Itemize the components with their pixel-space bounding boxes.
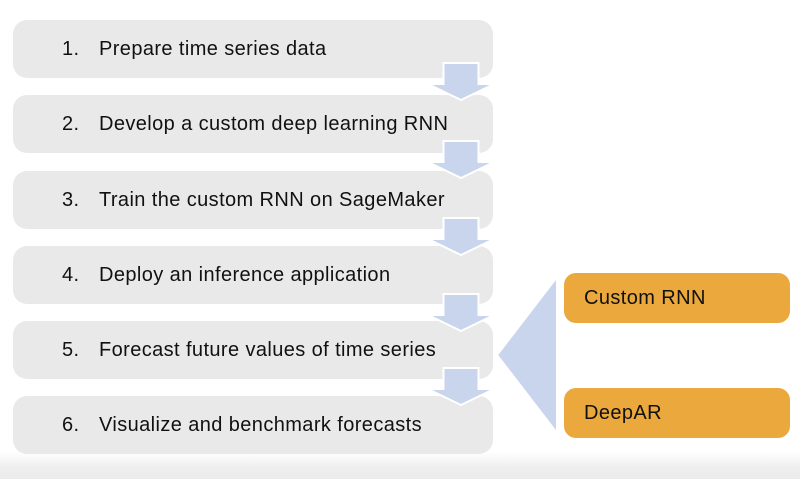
step-box-1: 1. Prepare time series data — [13, 20, 493, 78]
step-label: Forecast future values of time series — [99, 338, 437, 361]
step-box-5: 5. Forecast future values of time series — [13, 321, 493, 379]
output-box-custom-rnn: Custom RNN — [564, 273, 790, 323]
step-number: 6. — [62, 413, 80, 436]
step-label: Deploy an inference application — [99, 263, 391, 286]
step-label: Prepare time series data — [99, 37, 327, 60]
step-label: Develop a custom deep learning RNN — [99, 112, 449, 135]
step-box-4: 4. Deploy an inference application — [13, 246, 493, 304]
step-number: 3. — [62, 188, 80, 211]
step-number: 4. — [62, 263, 80, 286]
step-label: Train the custom RNN on SageMaker — [99, 188, 445, 211]
down-block-arrow-icon — [427, 140, 495, 179]
step-number: 2. — [62, 112, 80, 135]
down-block-arrow-icon — [427, 367, 495, 406]
down-block-arrow-icon — [427, 62, 495, 101]
bottom-gradient-strip — [0, 452, 800, 479]
step-box-3: 3. Train the custom RNN on SageMaker — [13, 171, 493, 229]
step-box-2: 2. Develop a custom deep learning RNN — [13, 95, 493, 153]
step-number: 1. — [62, 37, 80, 60]
step-box-6: 6. Visualize and benchmark forecasts — [13, 396, 493, 454]
step-label: Visualize and benchmark forecasts — [99, 413, 422, 436]
down-block-arrow-icon — [427, 217, 495, 256]
down-block-arrow-icon — [427, 293, 495, 332]
output-box-deepar: DeepAR — [564, 388, 790, 438]
output-label: DeepAR — [584, 401, 662, 424]
left-triangle-connector-icon — [496, 276, 558, 434]
output-label: Custom RNN — [584, 286, 706, 309]
step-number: 5. — [62, 338, 80, 361]
